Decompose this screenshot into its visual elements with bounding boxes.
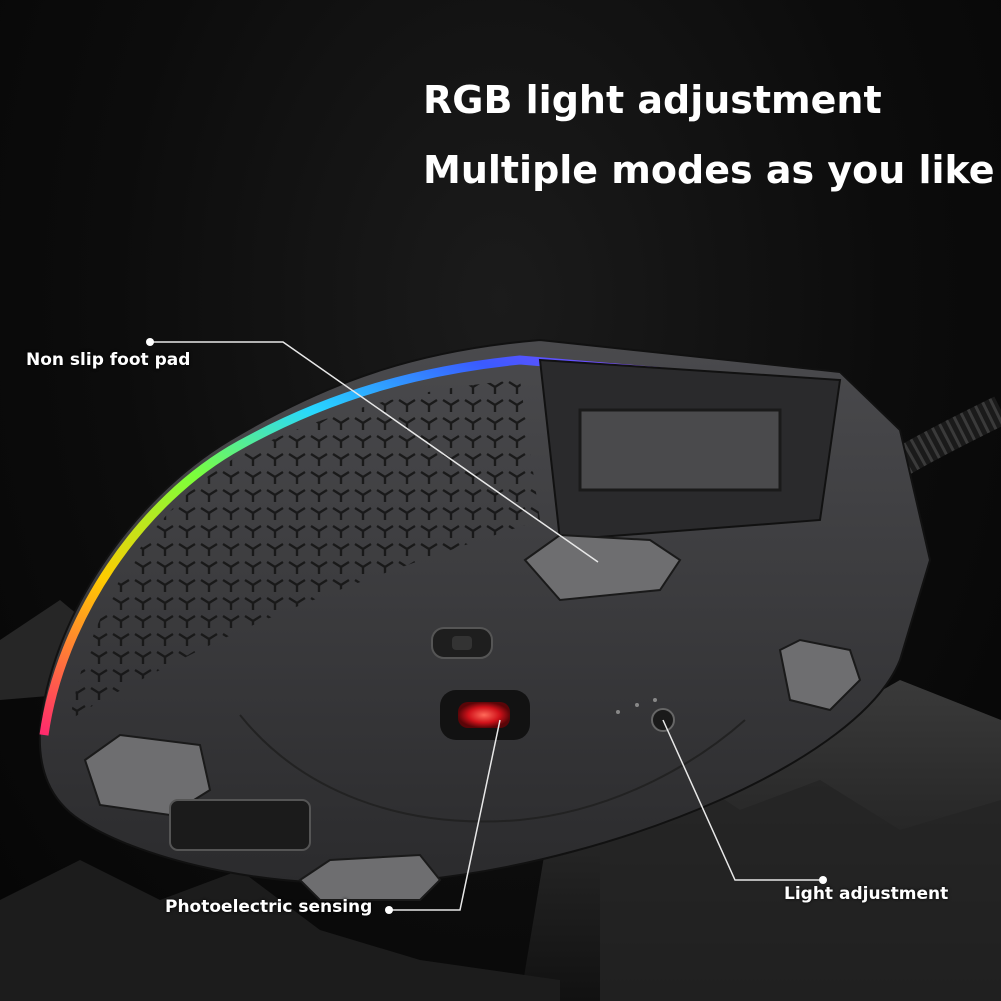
callout-photoelectric: Photoelectric sensing — [165, 897, 373, 917]
bottom-details — [169, 627, 746, 851]
mouse-body — [38, 338, 932, 885]
light-adjust-button — [616, 698, 675, 732]
photoelectric-sensor — [440, 690, 530, 740]
headline-rgb: RGB light adjustment — [423, 78, 882, 122]
callout-dots — [146, 338, 827, 914]
foot-pads — [83, 533, 862, 901]
headline-modes: Multiple modes as you like — [423, 148, 995, 192]
callout-light-adjustment: Light adjustment — [784, 884, 949, 904]
callout-lines — [150, 341, 823, 911]
callout-foot-pad: Non slip foot pad — [26, 350, 191, 370]
